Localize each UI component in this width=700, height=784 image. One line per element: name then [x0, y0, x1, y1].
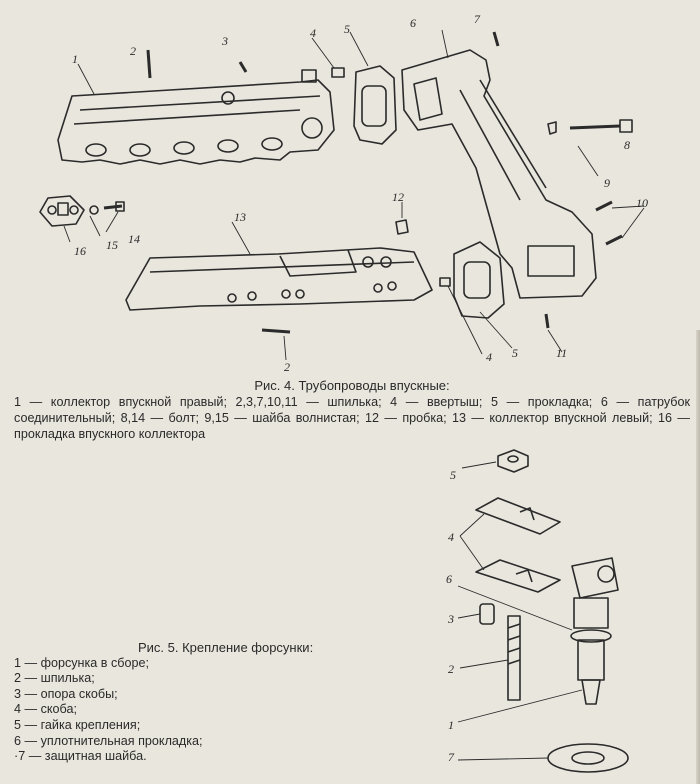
figure4-legend: 1 — коллектор впускной правый; 2,3,7,10,…	[14, 395, 690, 441]
callout-12: 12	[392, 190, 404, 204]
callout-4: 4	[310, 26, 316, 40]
figure4-title: Рис. 4. Трубопроводы впускные:	[254, 378, 450, 393]
callout-6: 6	[410, 16, 416, 30]
figure5-caption: Рис. 5. Крепление форсунки: 1 — форсунка…	[14, 640, 374, 765]
figure5-item: 2 — шпилька;	[14, 671, 95, 686]
figure5-item: 6 — уплотнительная прокладка;	[14, 733, 203, 748]
figure4-drawing	[39, 29, 645, 361]
callout-11: 11	[556, 346, 568, 360]
figure5-item: 4 — скоба;	[14, 702, 77, 717]
f5-callout-1: 1	[448, 718, 454, 732]
callout-13: 13	[234, 210, 246, 224]
f5-callout-7: 7	[448, 750, 454, 764]
callout-9: 9	[604, 176, 610, 190]
figure5-title: Рис. 5. Крепление форсунки:	[138, 640, 314, 655]
callout-16: 16	[74, 244, 86, 258]
figure5-item: 5 — гайка крепления;	[14, 717, 141, 732]
f5-callout-5: 5	[450, 468, 456, 482]
f5-callout-2: 2	[448, 662, 454, 676]
left-intake-manifold	[125, 247, 433, 311]
injector-assembly	[570, 557, 619, 705]
callout-10: 10	[636, 196, 648, 210]
connecting-pipe	[401, 49, 597, 299]
callout-2: 2	[130, 44, 136, 58]
callout-5-lower: 5	[512, 346, 518, 360]
figure5-item: ·7 — защитная шайба.	[14, 749, 147, 764]
right-intake-manifold	[57, 69, 335, 165]
callout-5: 5	[344, 22, 350, 36]
callout-3: 3	[222, 34, 228, 48]
callout-14: 14	[128, 232, 140, 246]
callout-1: 1	[72, 52, 78, 66]
figure5-item: 1 — форсунка в сборе;	[14, 655, 150, 670]
callout-15: 15	[106, 238, 118, 252]
callout-7: 7	[474, 12, 480, 26]
callout-8: 8	[624, 138, 630, 152]
f5-callout-6: 6	[446, 572, 452, 586]
f5-callout-4: 4	[448, 530, 454, 544]
page-fold-shadow	[696, 330, 700, 784]
callout-2-lower: 2	[284, 360, 290, 374]
callout-4-lower: 4	[486, 350, 492, 364]
figure5-item: 3 — опора скобы;	[14, 686, 118, 701]
figure4-caption: Рис. 4. Трубопроводы впускные: 1 — колле…	[14, 378, 690, 442]
f5-callout-3: 3	[448, 612, 454, 626]
